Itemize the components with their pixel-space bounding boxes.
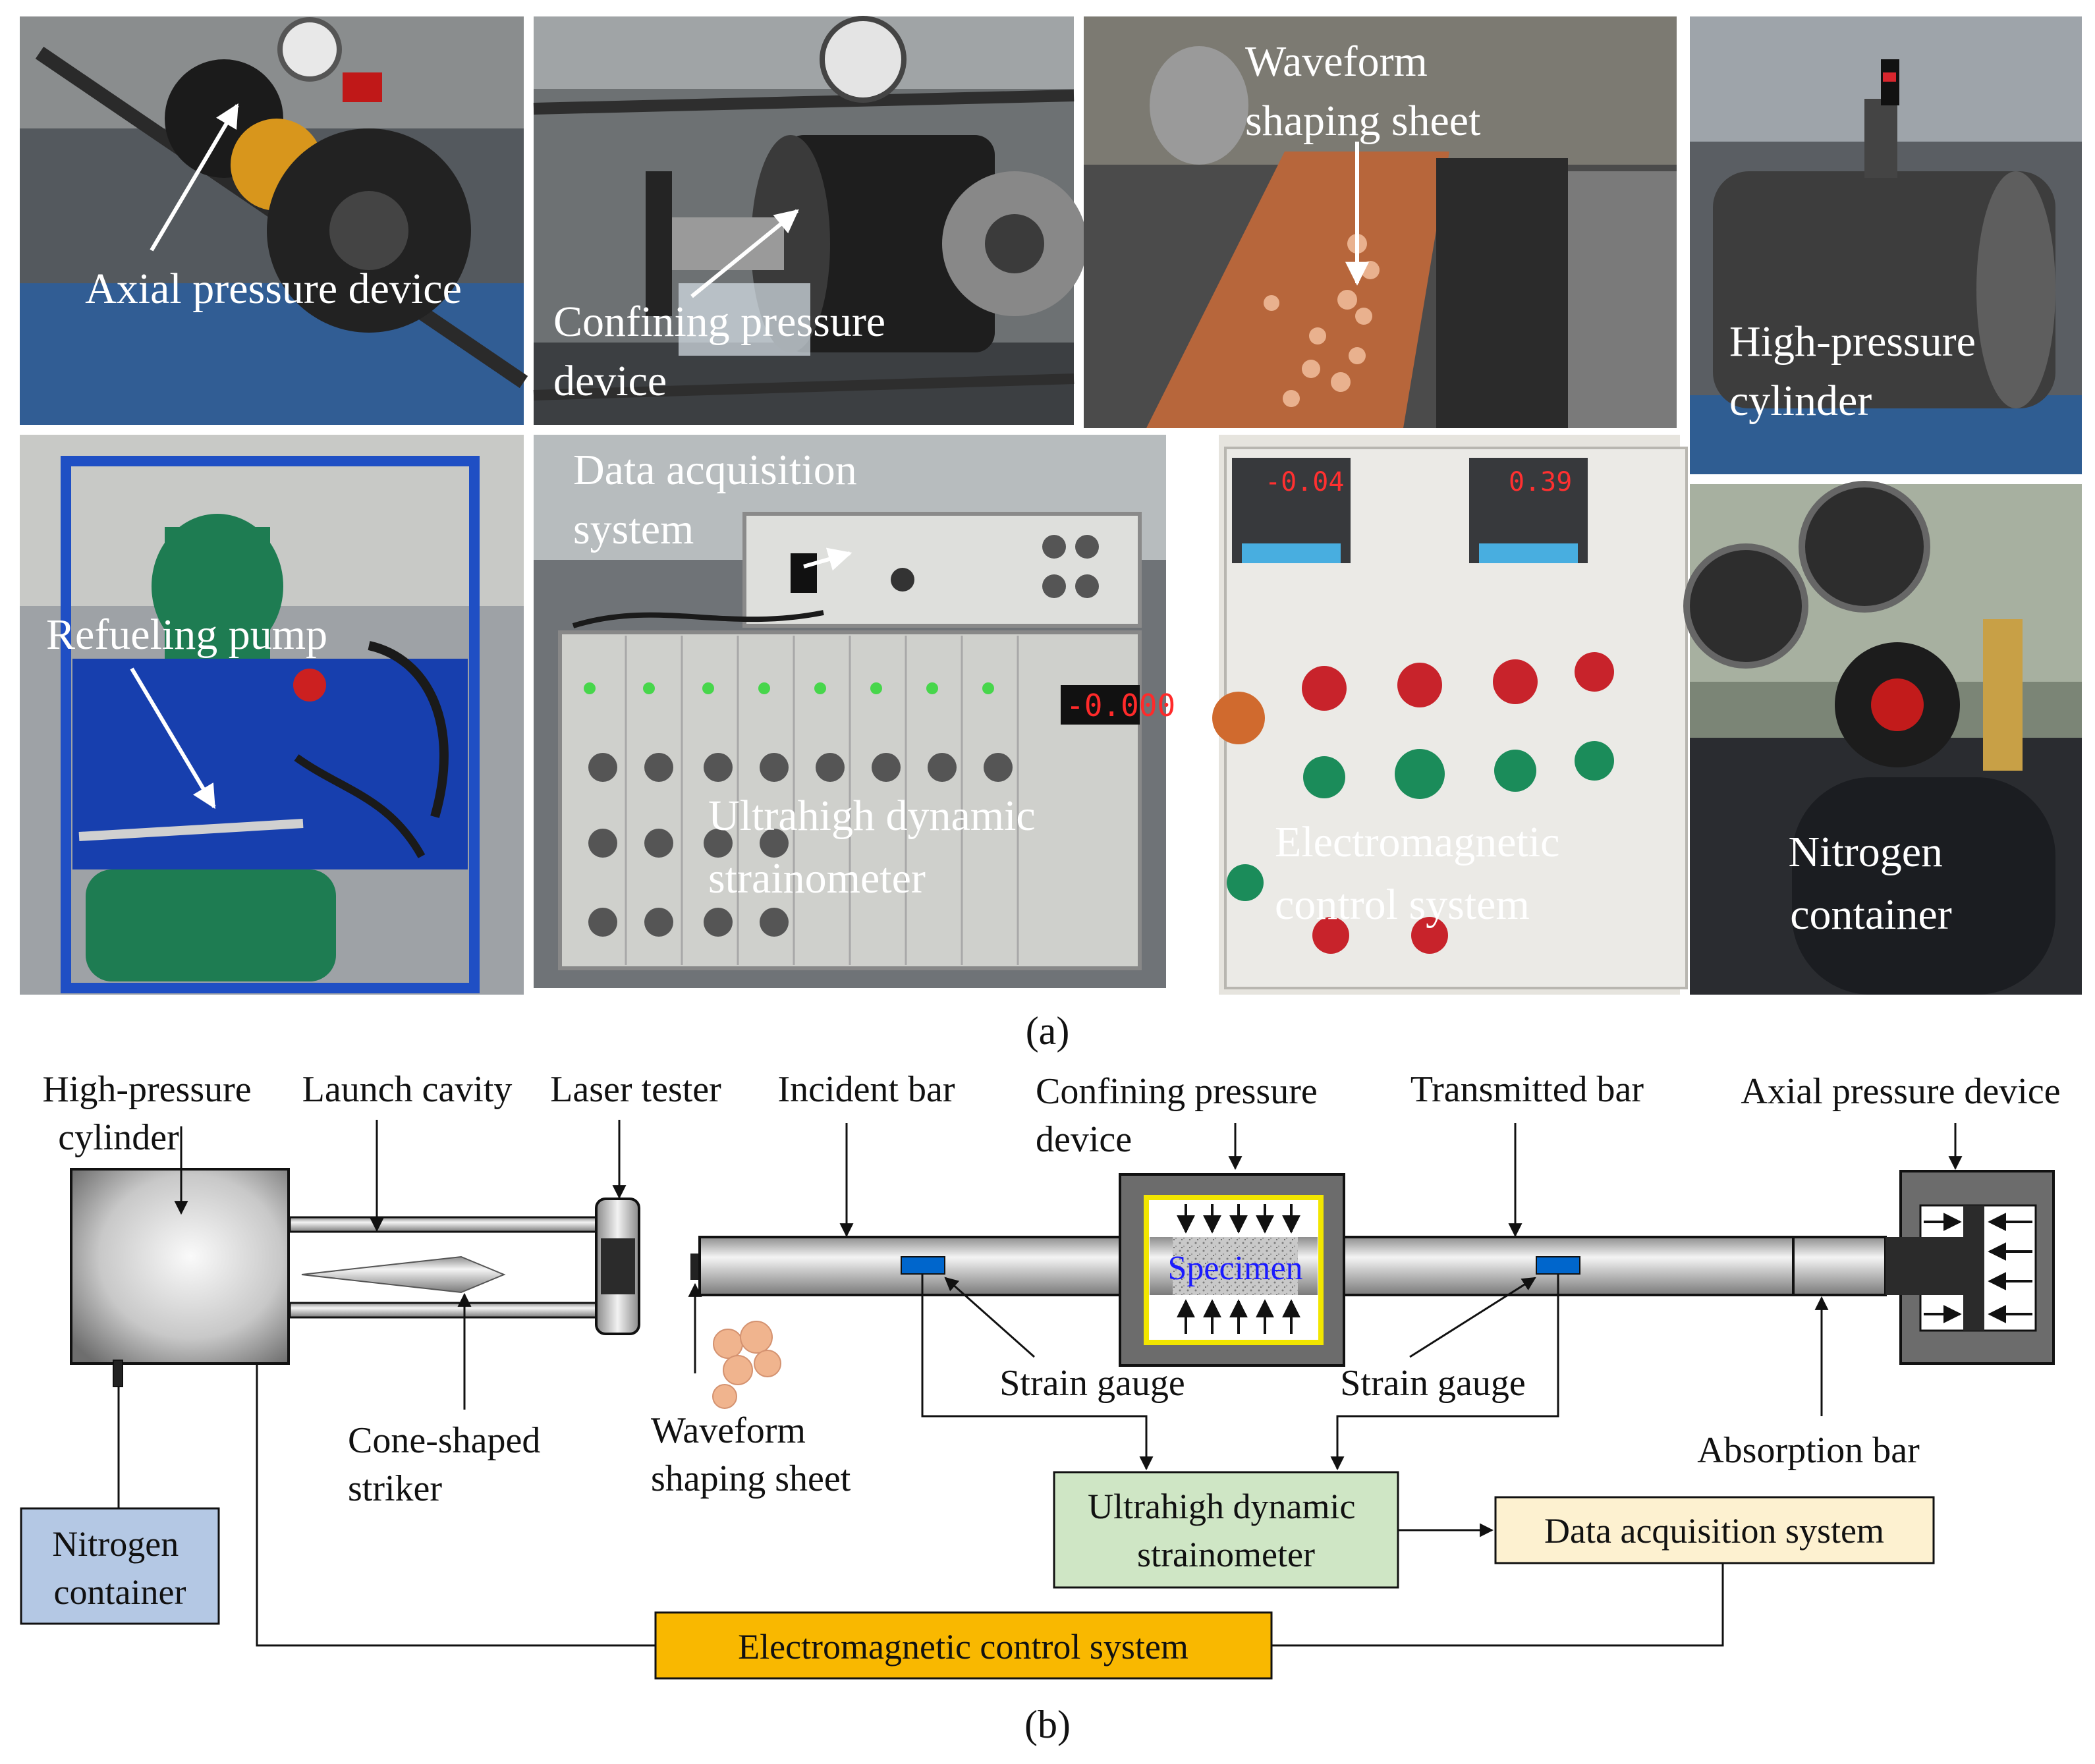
- photo-label-electro: Electromagnetic control system: [1275, 818, 1571, 929]
- photo-label-nitrogen: Nitrogen container: [1788, 828, 1953, 939]
- label-waveform-sheet: Waveform shaping sheet: [651, 1410, 851, 1499]
- photo-label-confining: Confining pressure device: [553, 298, 897, 405]
- panel-label-a: (a): [1026, 1009, 1070, 1053]
- label-absorption-bar: Absorption bar: [1697, 1430, 1920, 1471]
- waveform-shaping-sheet: [690, 1254, 700, 1280]
- strain-gauge-incident: [901, 1256, 945, 1275]
- photo-axial-pressure-device: [20, 16, 528, 425]
- photo-high-pressure-cylinder: [1690, 16, 2082, 474]
- photo-waveform-shaping-sheet: [1084, 16, 1677, 428]
- photo-label-pump: Refueling pump: [46, 611, 327, 659]
- photo-label-waveform: Waveform shaping sheet: [1245, 38, 1480, 145]
- strain-gauge-transmitted: [1536, 1256, 1580, 1275]
- label-axial-pressure-device: Axial pressure device: [1741, 1071, 2060, 1112]
- specimen-label: Specimen: [1167, 1250, 1302, 1287]
- nitrogen-container-box: [20, 1507, 220, 1625]
- photo-label-cylinder: High-pressure cylinder: [1729, 317, 1986, 425]
- electromagnetic-control-box: [654, 1611, 1273, 1680]
- confining-arrows: [1177, 1204, 1300, 1334]
- electro-display-right: 0.39: [1509, 467, 1572, 497]
- schematic-panel-b: Specimen: [20, 1069, 2061, 1680]
- connection-lines: [117, 1274, 1724, 1647]
- photo-panel-a: Axial pressure device Confining pressure…: [20, 16, 2082, 995]
- label-strainometer: Ultrahigh dynamic strainometer: [1088, 1487, 1364, 1574]
- strainometer-box: [1053, 1471, 1399, 1589]
- photo-confining-pressure-device: [533, 16, 1087, 425]
- label-strain-gauge-1: Strain gauge: [999, 1363, 1185, 1404]
- waveform-chips: [712, 1321, 781, 1409]
- label-strain-gauge-2: Strain gauge: [1340, 1363, 1525, 1404]
- high-pressure-cylinder: [70, 1168, 290, 1365]
- photo-strainometer-daq: [534, 435, 1166, 988]
- label-launch-cavity: Launch cavity: [302, 1069, 513, 1110]
- label-laser-tester: Laser tester: [550, 1069, 721, 1110]
- absorption-bar: [1792, 1236, 1887, 1296]
- label-high-pressure-cylinder: High-pressure cylinder: [42, 1069, 260, 1158]
- label-transmitted-bar: Transmitted bar: [1411, 1069, 1644, 1110]
- axial-arrows: [1924, 1213, 2032, 1323]
- specimen: [1173, 1237, 1298, 1295]
- label-electromagnetic-control: Electromagnetic control system: [738, 1627, 1188, 1667]
- label-nitrogen-container: Nitrogen container: [52, 1524, 187, 1612]
- label-data-acquisition: Data acquisition system: [1544, 1511, 1884, 1551]
- electro-display-left: -0.04: [1265, 467, 1344, 497]
- label-incident-bar: Incident bar: [778, 1069, 955, 1110]
- strain-meter-display: -0.000: [1066, 688, 1175, 723]
- panel-label-b: (b): [1024, 1703, 1071, 1746]
- data-acquisition-box: [1494, 1496, 1935, 1564]
- label-confining-pressure-device: Confining pressure device: [1036, 1071, 1327, 1160]
- photo-label-axial: Axial pressure device: [85, 265, 462, 313]
- photo-label-daq: Data acquisition system: [573, 446, 868, 553]
- photo-electromagnetic-control: [1212, 435, 1688, 995]
- label-arrows: [174, 1120, 1963, 1416]
- photo-refueling-pump: [20, 435, 524, 995]
- label-cone-shaped-striker: Cone-shaped striker: [348, 1420, 549, 1509]
- photo-label-strainometer: Ultrahigh dynamic strainometer: [708, 792, 1046, 902]
- cone-shaped-striker: [301, 1255, 506, 1294]
- cylinder-valve: [113, 1360, 123, 1387]
- photo-nitrogen-container: [1683, 481, 2082, 995]
